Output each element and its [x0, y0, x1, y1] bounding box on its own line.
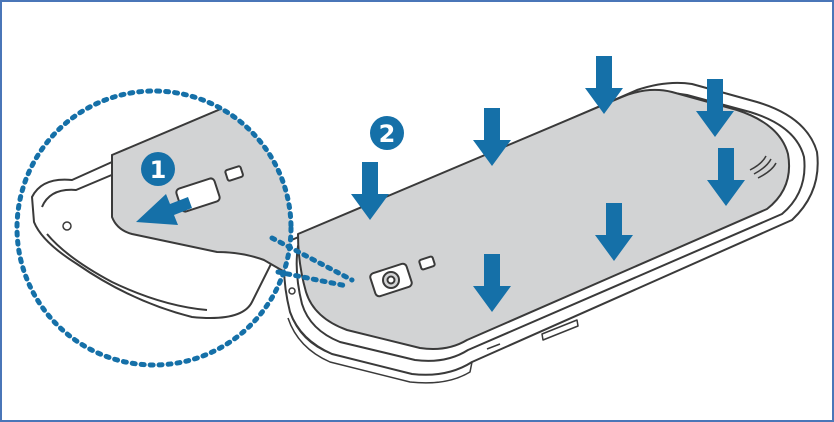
step-1-label: 1	[150, 156, 167, 184]
zoom-connector	[269, 235, 355, 289]
arrow-left-icon	[136, 194, 192, 225]
back-cover	[297, 88, 791, 350]
step-2-label: 2	[379, 120, 396, 148]
magnified-detail: 1	[14, 88, 294, 368]
camera-module	[369, 262, 413, 298]
speaker-grille	[749, 155, 777, 179]
step-2-badge: 2	[370, 116, 404, 150]
step-1-badge: 1	[141, 152, 175, 186]
camera-flash	[418, 255, 436, 271]
